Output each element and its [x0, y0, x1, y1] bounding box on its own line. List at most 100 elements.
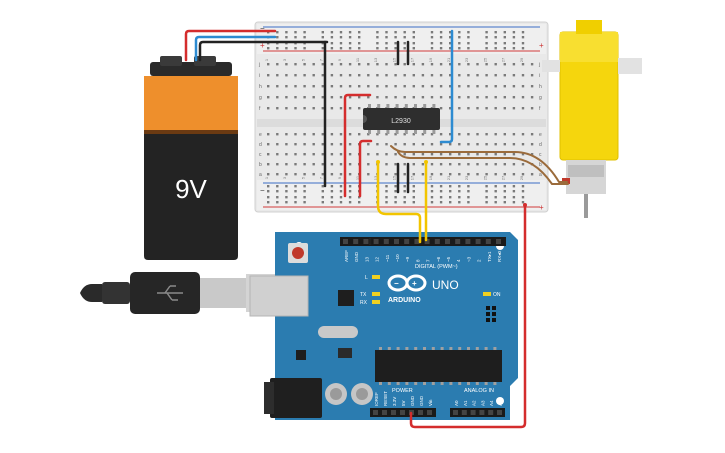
row-letter: e [539, 132, 542, 138]
pin-label: A2 [472, 400, 477, 406]
row-letter: g [259, 95, 262, 101]
pin-label: GND [419, 395, 424, 406]
rail-minus-label-bottom: − [260, 186, 265, 195]
pin-label: A3 [480, 400, 485, 406]
column-number: 25 [482, 57, 487, 62]
power-header-label: POWER [392, 388, 413, 394]
pin-label: GND [410, 395, 415, 406]
rail-plus-label: + [260, 41, 265, 50]
pin-label: RX◂0 [497, 250, 502, 262]
pin-label: 4 [456, 259, 461, 262]
column-number: 13 [373, 175, 378, 180]
column-number: 17 [410, 57, 415, 62]
column-number: 15 [391, 175, 396, 180]
dc-motor[interactable] [542, 20, 642, 218]
svg-text:+: + [412, 279, 417, 288]
led-label-tx: TX [360, 292, 367, 298]
pin-label: A0 [454, 400, 459, 406]
rail-minus-label: − [260, 24, 265, 33]
pin-label: GND [354, 251, 359, 262]
column-number: 11 [355, 175, 360, 180]
column-number: 27 [501, 57, 506, 62]
microcontroller-chip [375, 350, 502, 382]
pin-label: Vin [428, 399, 433, 406]
row-letter: d [539, 142, 542, 148]
icsp-header [486, 306, 496, 322]
row-letter: b [259, 162, 262, 168]
pin-label: RESET [383, 391, 388, 406]
row-letter: f [259, 106, 261, 112]
row-letter: a [259, 172, 262, 178]
pin-label: 3.3V [392, 397, 397, 406]
digital-header[interactable] [340, 237, 506, 246]
pin-label: 7 [426, 259, 431, 262]
svg-text:−: − [394, 279, 399, 288]
pin-label: ~11 [385, 254, 390, 262]
battery-9v[interactable]: 9V [144, 56, 238, 260]
chip-label: L2930 [391, 118, 411, 125]
row-letter: g [539, 95, 542, 101]
column-number: 9 [337, 58, 342, 61]
usb-icon [157, 285, 183, 301]
row-letter: j [538, 62, 540, 68]
row-letter: j [258, 62, 260, 68]
column-number: 19 [428, 175, 433, 180]
pin-label: ~10 [395, 254, 400, 262]
column-number: 15 [391, 57, 396, 62]
column-number: 7 [319, 176, 324, 179]
digital-header-label: DIGITAL (PWM~) [415, 264, 458, 270]
row-letter: i [539, 73, 540, 79]
pin-label: IOREF [374, 392, 379, 406]
row-letter: b [539, 162, 542, 168]
row-letter: c [539, 152, 542, 158]
column-number: 19 [428, 57, 433, 62]
column-number: 29 [519, 57, 524, 62]
column-number: 11 [355, 57, 360, 62]
battery-label: 9V [175, 174, 207, 204]
pin-label: A4 [489, 400, 494, 406]
rail-plus-label-right: + [539, 41, 544, 50]
pin-label: ~6 [436, 256, 441, 262]
pin-label: A1 [463, 400, 468, 406]
column-number: 21 [446, 175, 451, 180]
column-number: 17 [410, 175, 415, 180]
column-number: 23 [464, 57, 469, 62]
pin-label: ~3 [466, 256, 471, 262]
pin-label: ~9 [405, 256, 410, 262]
rail-plus-label-bottom: + [539, 203, 544, 212]
row-letter: i [259, 73, 260, 79]
row-letter: a [539, 172, 542, 178]
column-number: 25 [482, 175, 487, 180]
wires [184, 29, 569, 429]
on-led-label: ON [493, 292, 501, 298]
column-number: 1 [264, 176, 269, 179]
power-jack[interactable] [270, 378, 322, 418]
column-number: 5 [300, 176, 305, 179]
column-number: 29 [519, 175, 524, 180]
column-number: 3 [282, 58, 287, 61]
row-letter: h [539, 84, 542, 90]
board-brand-label: ARDUINO [388, 297, 421, 304]
pin-label: ~5 [446, 256, 451, 262]
row-letter: h [259, 84, 262, 90]
analog-header[interactable] [450, 408, 505, 417]
analog-header-label: ANALOG IN [464, 388, 494, 394]
column-number: 3 [282, 176, 287, 179]
pin-label: 2 [477, 259, 482, 262]
column-number: 5 [300, 58, 305, 61]
pin-label: 13 [364, 256, 369, 262]
pin-label: TX▸1 [487, 251, 492, 262]
arduino-logo-icon [387, 274, 427, 292]
column-number: 21 [446, 57, 451, 62]
l2930-chip[interactable]: L2930 [363, 104, 440, 134]
column-number: 13 [373, 57, 378, 62]
pin-label: AREF [344, 250, 349, 262]
row-letter: e [259, 132, 262, 138]
column-number: 9 [337, 176, 342, 179]
